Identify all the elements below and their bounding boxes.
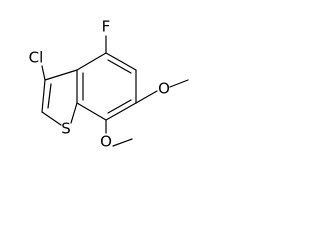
bond-c6-c7-inner: [107, 99, 132, 114]
bond-c7-c7a: [76, 102, 107, 121]
sulfur-label: S: [61, 120, 71, 138]
bond-c4-c5-inner: [107, 59, 132, 74]
oxygen-6-label: O: [158, 80, 170, 98]
bond-c6-c7: [105, 102, 137, 121]
bond-s1-c7a: [70, 102, 78, 124]
bond-o7-ch3: [112, 138, 133, 147]
bond-c6-o: [135, 90, 158, 104]
bond-c3a-c3: [44, 69, 78, 81]
bond-c3a-c4: [76, 52, 107, 71]
bond-c4-c5: [105, 52, 137, 71]
substituent-bonds: [41, 35, 189, 147]
thiophene-ring: [41, 69, 78, 126]
oxygen-7-label: O: [100, 133, 112, 151]
bond-c3-c2-inner: [47, 83, 52, 109]
bond-c3-c2: [41, 79, 46, 113]
benzene-ring: [76, 52, 137, 121]
fluorine-label: F: [102, 18, 111, 36]
molecule-structure: F Cl S O O: [29, 18, 189, 151]
chlorine-label: Cl: [29, 49, 44, 67]
bond-c2-s1: [41, 111, 62, 126]
bond-c3-cl: [41, 65, 46, 81]
bond-o6-ch3: [169, 79, 189, 88]
